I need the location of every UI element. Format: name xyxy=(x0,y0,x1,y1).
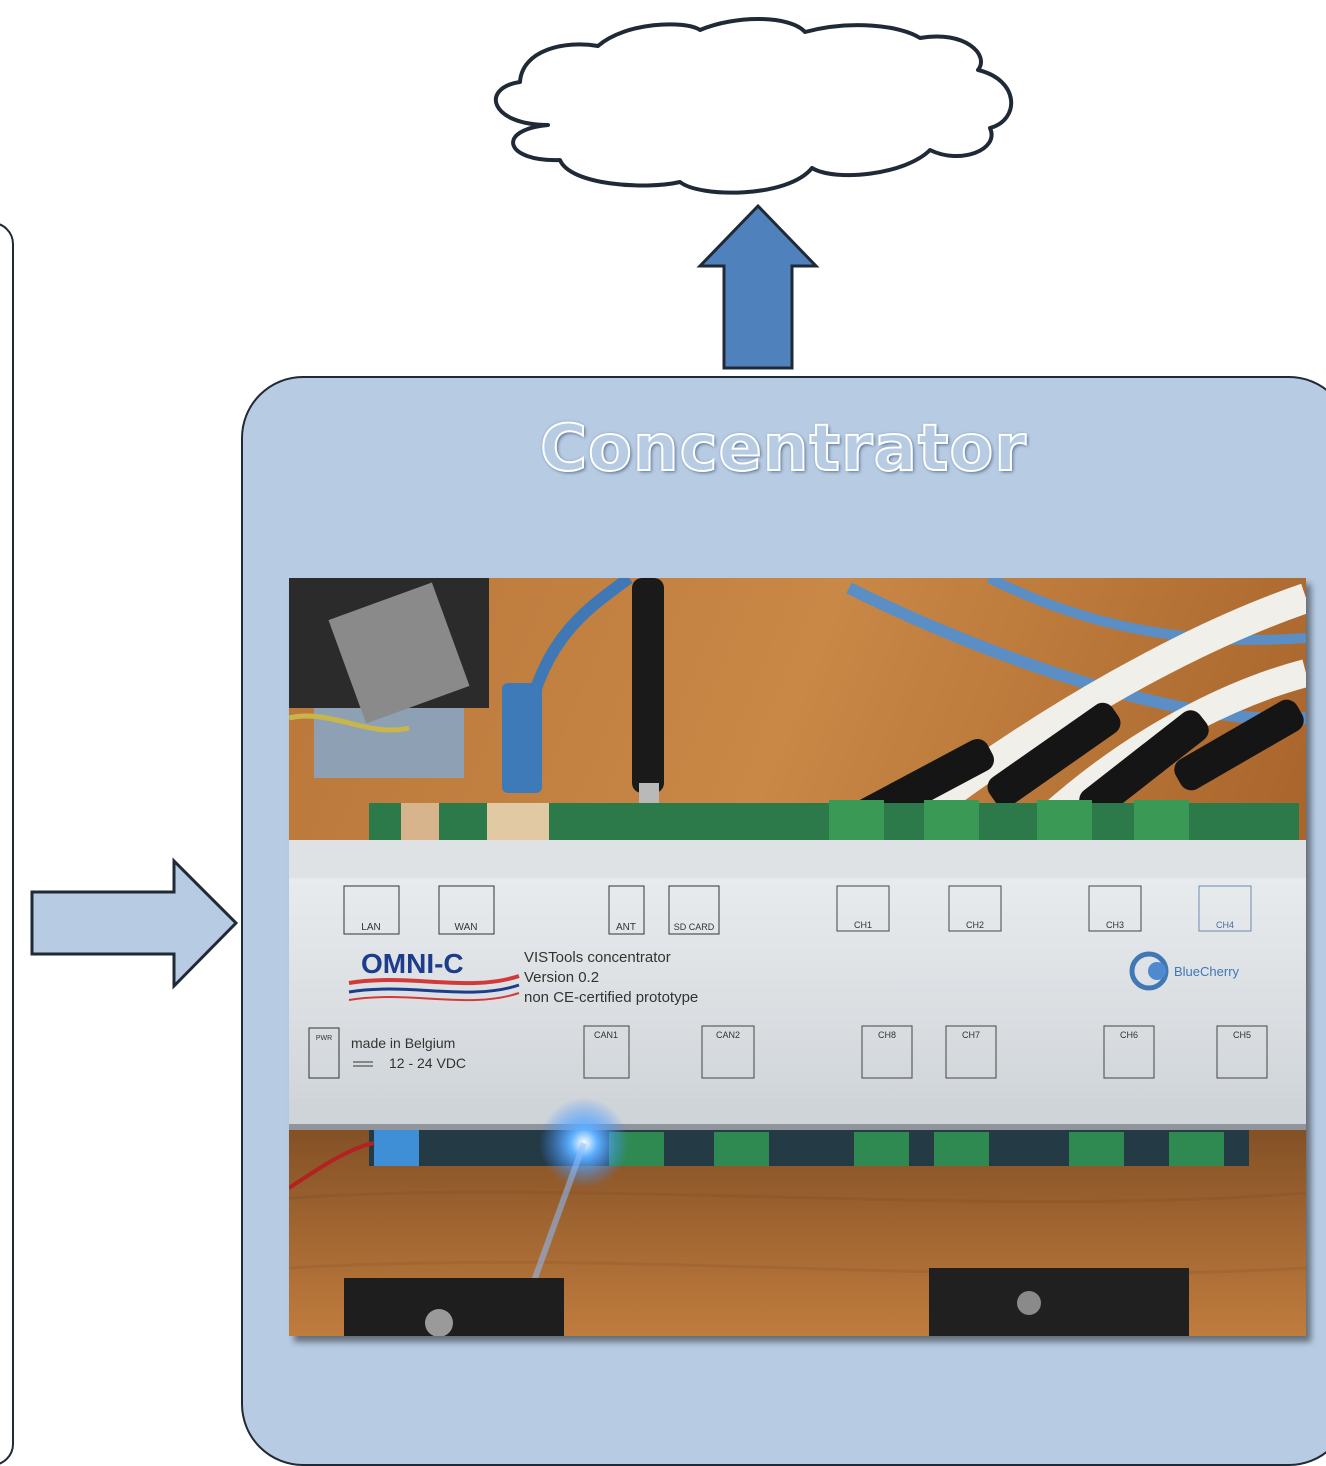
info-line-2: Version 0.2 xyxy=(524,969,599,986)
concentrator-title: Concentrator xyxy=(539,411,1027,487)
info-line-1: VISTools concentrator xyxy=(524,949,671,966)
top-port-labels: LAN WAN ANT SD CARD CH1 CH2 CH3 CH4 xyxy=(343,885,1252,935)
omni-c-logo: OMNI-C xyxy=(348,948,520,1002)
device-photo: LAN WAN ANT SD CARD CH1 CH2 CH3 CH4 OMNI… xyxy=(289,578,1306,1336)
info-line-3: non CE-certified prototype xyxy=(524,989,698,1006)
port-label-ch7: CH7 xyxy=(962,1030,980,1040)
voltage-label: 12 - 24 VDC xyxy=(389,1055,466,1071)
power-label: PWR xyxy=(316,1035,332,1042)
cloud-icon xyxy=(493,17,1014,195)
port-label-can2: CAN2 xyxy=(716,1030,740,1040)
port-label-ant: ANT xyxy=(616,922,636,933)
port-label-can1: CAN1 xyxy=(594,1030,618,1040)
port-label-ch6: CH6 xyxy=(1120,1030,1138,1040)
port-label-ch5: CH5 xyxy=(1233,1030,1251,1040)
bluecherry-logo-text: BlueCherry xyxy=(1174,964,1240,979)
port-label-ch2: CH2 xyxy=(966,920,984,930)
port-label-ch4: CH4 xyxy=(1216,920,1234,930)
bottom-port-labels: CAN1 CAN2 CH8 CH7 CH6 CH5 xyxy=(583,1025,1268,1079)
omni-c-logo-text: OMNI-C xyxy=(361,948,464,979)
arrow-up-icon xyxy=(696,203,820,370)
port-label-ch1: CH1 xyxy=(854,920,872,930)
arrow-right-icon xyxy=(30,857,239,990)
port-label-ch8: CH8 xyxy=(878,1030,896,1040)
bluecherry-logo: BlueCherry xyxy=(1129,951,1240,991)
port-label-sd-card: SD CARD xyxy=(674,922,715,932)
port-label-ch3: CH3 xyxy=(1106,920,1124,930)
port-label-lan: LAN xyxy=(361,922,380,933)
left-panel-edge xyxy=(0,222,14,1466)
port-label-wan: WAN xyxy=(455,922,478,933)
made-in-label: made in Belgium xyxy=(351,1035,455,1051)
